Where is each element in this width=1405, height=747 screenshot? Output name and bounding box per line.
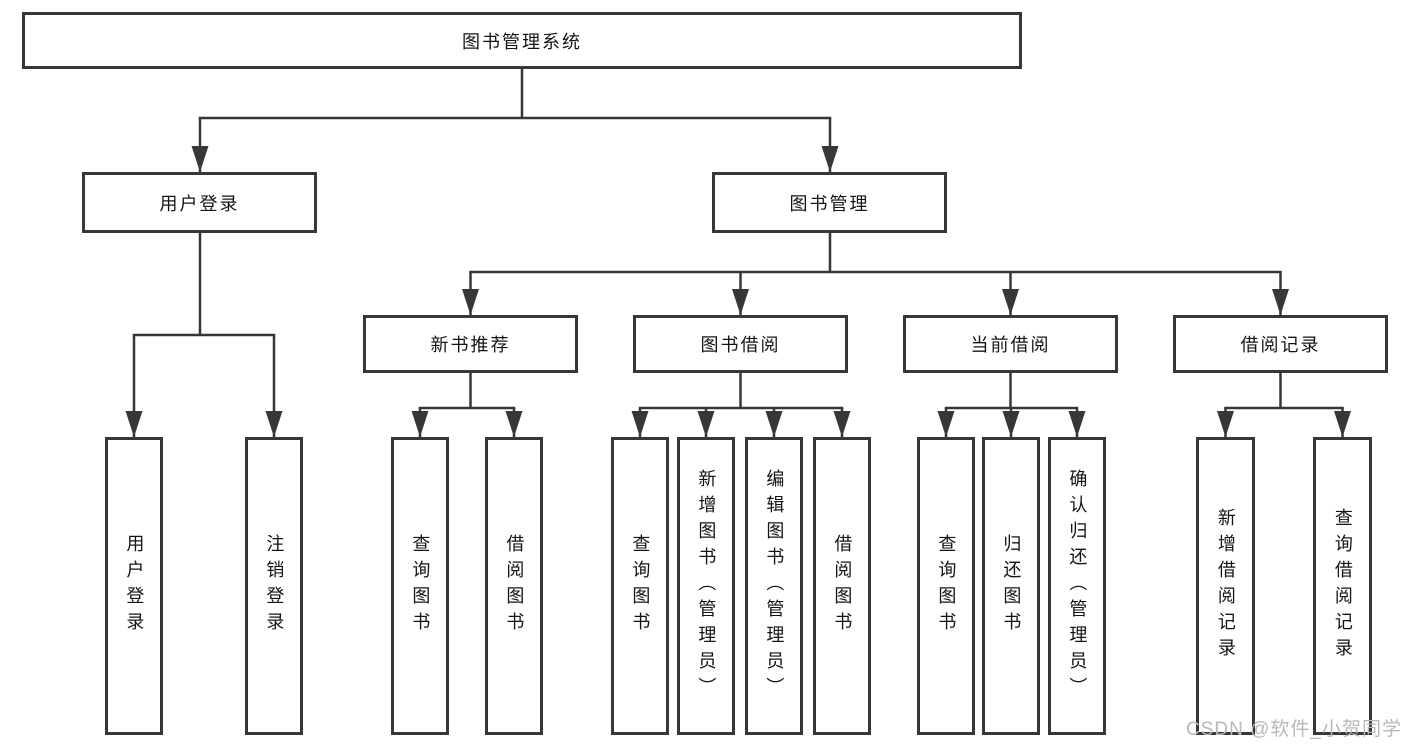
leaf-confirm-return-admin-label: 确认归还（管理员） [1067, 469, 1088, 703]
leaf-query-borrow-record: 查询借阅记录 [1313, 437, 1372, 735]
node-borrowing-records-label: 借阅记录 [1240, 335, 1321, 355]
node-user-login: 用户登录 [82, 172, 317, 233]
leaf-return-books: 归还图书 [982, 437, 1040, 735]
leaf-query-borrow-record-label: 查询借阅记录 [1332, 508, 1353, 664]
leaf-add-borrow-record-label: 新增借阅记录 [1215, 508, 1236, 664]
leaf-add-books-admin-label: 新增图书（管理员） [696, 469, 717, 703]
leaf-borrow-books-recommend-label: 借阅图书 [504, 534, 525, 638]
leaf-add-borrow-record: 新增借阅记录 [1196, 437, 1255, 735]
leaf-confirm-return-admin: 确认归还（管理员） [1048, 437, 1106, 735]
leaf-add-books-admin: 新增图书（管理员） [677, 437, 735, 735]
node-book-borrowing: 图书借阅 [633, 315, 848, 373]
leaf-user-login: 用户登录 [105, 437, 163, 735]
node-user-login-label: 用户登录 [159, 193, 240, 214]
node-new-book-recommendation: 新书推荐 [363, 315, 578, 373]
leaf-edit-books-admin: 编辑图书（管理员） [745, 437, 803, 735]
node-current-borrowing: 当前借阅 [903, 315, 1118, 373]
leaf-query-books-current-label: 查询图书 [936, 534, 957, 638]
leaf-query-books-current: 查询图书 [917, 437, 975, 735]
leaf-borrow-books: 借阅图书 [813, 437, 871, 735]
leaf-return-books-label: 归还图书 [1001, 534, 1022, 638]
node-library-management-system: 图书管理系统 [22, 12, 1022, 69]
node-book-management-label: 图书管理 [789, 193, 870, 214]
leaf-logout-label: 注销登录 [264, 534, 285, 638]
node-book-borrowing-label: 图书借阅 [700, 335, 781, 355]
leaf-query-books-recommend: 查询图书 [391, 437, 449, 735]
leaf-borrow-books-recommend: 借阅图书 [485, 437, 543, 735]
node-library-management-system-label: 图书管理系统 [462, 31, 582, 52]
leaf-query-books-recommend-label: 查询图书 [410, 534, 431, 638]
leaf-edit-books-admin-label: 编辑图书（管理员） [764, 469, 785, 703]
leaf-user-login-label: 用户登录 [124, 534, 145, 638]
leaf-query-books-borrow-label: 查询图书 [630, 534, 651, 638]
node-new-book-recommendation-label: 新书推荐 [430, 335, 511, 355]
node-current-borrowing-label: 当前借阅 [970, 335, 1051, 355]
leaf-query-books-borrow: 查询图书 [611, 437, 669, 735]
node-borrowing-records: 借阅记录 [1173, 315, 1388, 373]
leaf-logout: 注销登录 [245, 437, 303, 735]
csdn-watermark: CSDN @软件_小贺同学 [1186, 719, 1402, 740]
leaf-borrow-books-label: 借阅图书 [832, 534, 853, 638]
node-book-management: 图书管理 [712, 172, 947, 233]
